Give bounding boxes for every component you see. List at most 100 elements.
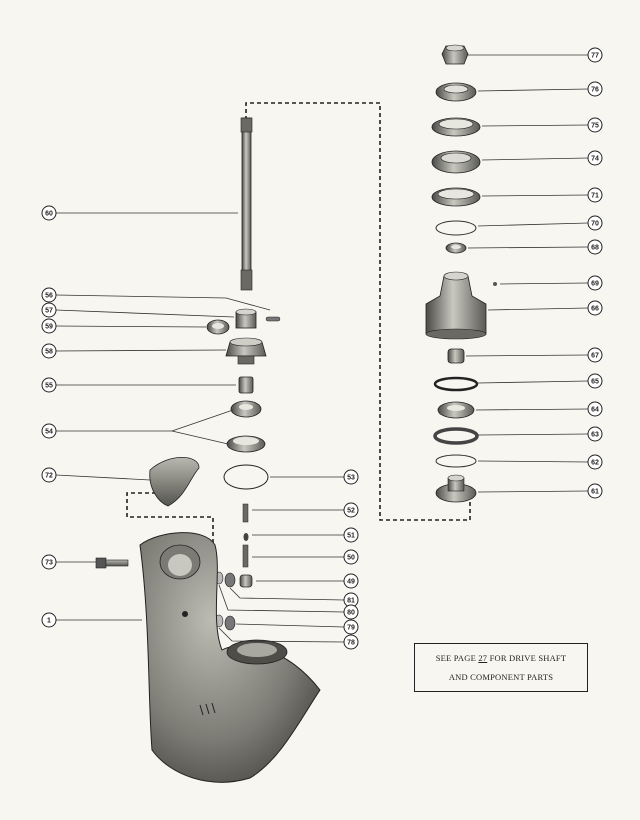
retainer-ring — [433, 427, 479, 445]
bearing-cup-upper — [431, 117, 481, 137]
callout-68: 68 — [587, 239, 603, 255]
callout-label: 59 — [45, 324, 53, 331]
callout-label: 64 — [591, 407, 599, 414]
page-reference-note: SEE PAGE 27 FOR DRIVE SHAFT AND COMPONEN… — [414, 643, 588, 692]
callout-79: 79 — [343, 619, 359, 635]
callout-67: 67 — [587, 347, 603, 363]
leader-lines — [55, 54, 589, 643]
callout-label: 69 — [591, 281, 599, 288]
callout-label: 66 — [591, 306, 599, 313]
callout-label: 80 — [347, 610, 355, 617]
callout-label: 60 — [45, 211, 53, 218]
drive-shaft — [240, 117, 253, 291]
callout-label: 52 — [347, 508, 355, 515]
bearing-and-cup — [226, 400, 266, 453]
note-suffix: FOR DRIVE SHAFT — [489, 653, 567, 663]
note-page-number[interactable]: 27 — [478, 653, 488, 663]
bolt — [95, 557, 129, 569]
callout-74: 74 — [587, 150, 603, 166]
callout-50: 50 — [343, 549, 359, 565]
callout-76: 76 — [587, 81, 603, 97]
callout-label: 61 — [591, 489, 599, 496]
callout-label: 63 — [591, 432, 599, 439]
callout-label: 51 — [347, 533, 355, 540]
o-ring-upper — [435, 220, 477, 236]
callout-label: 77 — [591, 53, 599, 60]
plunger — [242, 544, 249, 568]
callout-label: 76 — [591, 87, 599, 94]
callout-72: 72 — [41, 467, 57, 483]
cross-pin — [265, 316, 281, 322]
forward-gear — [225, 337, 267, 365]
callout-label: 65 — [591, 379, 599, 386]
callout-59: 59 — [41, 318, 57, 334]
callout-label: 53 — [347, 475, 355, 482]
callout-55: 55 — [41, 377, 57, 393]
callout-80: 80 — [343, 604, 359, 620]
ball-bearing — [437, 401, 475, 419]
callout-63: 63 — [587, 426, 603, 442]
gear-housing — [139, 532, 321, 783]
callout-73: 73 — [41, 554, 57, 570]
callout-70: 70 — [587, 215, 603, 231]
callout-49: 49 — [343, 573, 359, 589]
note-line-2: AND COMPONENT PARTS — [448, 672, 554, 682]
callout-52: 52 — [343, 502, 359, 518]
callout-bubbles: 77 76 75 74 71 70 68 69 66 67 65 64 63 6… — [41, 47, 603, 650]
callout-label: 56 — [45, 293, 53, 300]
callout-1: 1 — [41, 612, 57, 628]
spring — [242, 503, 249, 523]
callout-77: 77 — [587, 47, 603, 63]
callout-75: 75 — [587, 117, 603, 133]
callout-label: 55 — [45, 383, 53, 390]
callout-label: 74 — [591, 156, 599, 163]
needle-bearing-small — [445, 242, 467, 254]
callout-label: 54 — [45, 429, 53, 436]
note-line-1: SEE PAGE 27 FOR DRIVE SHAFT — [415, 653, 587, 663]
callout-label: 81 — [347, 598, 355, 605]
callout-66: 66 — [587, 300, 603, 316]
cover-route-line — [126, 492, 214, 548]
callout-label: 68 — [591, 245, 599, 252]
callout-label: 72 — [45, 473, 53, 480]
pinion-gear — [435, 474, 477, 503]
callout-label: 1 — [47, 618, 51, 625]
callout-54: 54 — [41, 423, 57, 439]
callout-78: 78 — [343, 634, 359, 650]
callout-51: 51 — [343, 527, 359, 543]
callout-label: 75 — [591, 123, 599, 130]
callout-71: 71 — [587, 187, 603, 203]
note-prefix: SEE PAGE — [435, 653, 476, 663]
housing-cover — [149, 457, 200, 507]
check-ball — [493, 282, 497, 286]
callout-61: 61 — [587, 483, 603, 499]
callout-69: 69 — [587, 275, 603, 291]
callout-57: 57 — [41, 302, 57, 318]
callout-65: 65 — [587, 373, 603, 389]
assembly-route-lines — [126, 102, 471, 548]
callout-label: 67 — [591, 353, 599, 360]
o-ring-shaft — [223, 464, 269, 490]
callout-label: 50 — [347, 555, 355, 562]
callout-label: 79 — [347, 625, 355, 632]
screw-plug — [239, 574, 253, 588]
callout-62: 62 — [587, 454, 603, 470]
callout-label: 70 — [591, 221, 599, 228]
tapered-bearing — [431, 150, 481, 174]
callout-label: 73 — [45, 560, 53, 567]
callout-58: 58 — [41, 343, 57, 359]
callout-64: 64 — [587, 401, 603, 417]
needle-bearing — [447, 348, 465, 364]
bearing-carrier — [425, 271, 487, 340]
snap-ring — [433, 376, 479, 392]
callout-label: 71 — [591, 193, 599, 200]
callout-label: 62 — [591, 460, 599, 467]
shaft-route-line — [245, 102, 471, 521]
thrust-washer — [206, 319, 230, 335]
callout-56: 56 — [41, 287, 57, 303]
callout-label: 57 — [45, 308, 53, 315]
callout-label: 78 — [347, 640, 355, 647]
retainer-nut — [435, 82, 477, 102]
callout-53: 53 — [343, 469, 359, 485]
